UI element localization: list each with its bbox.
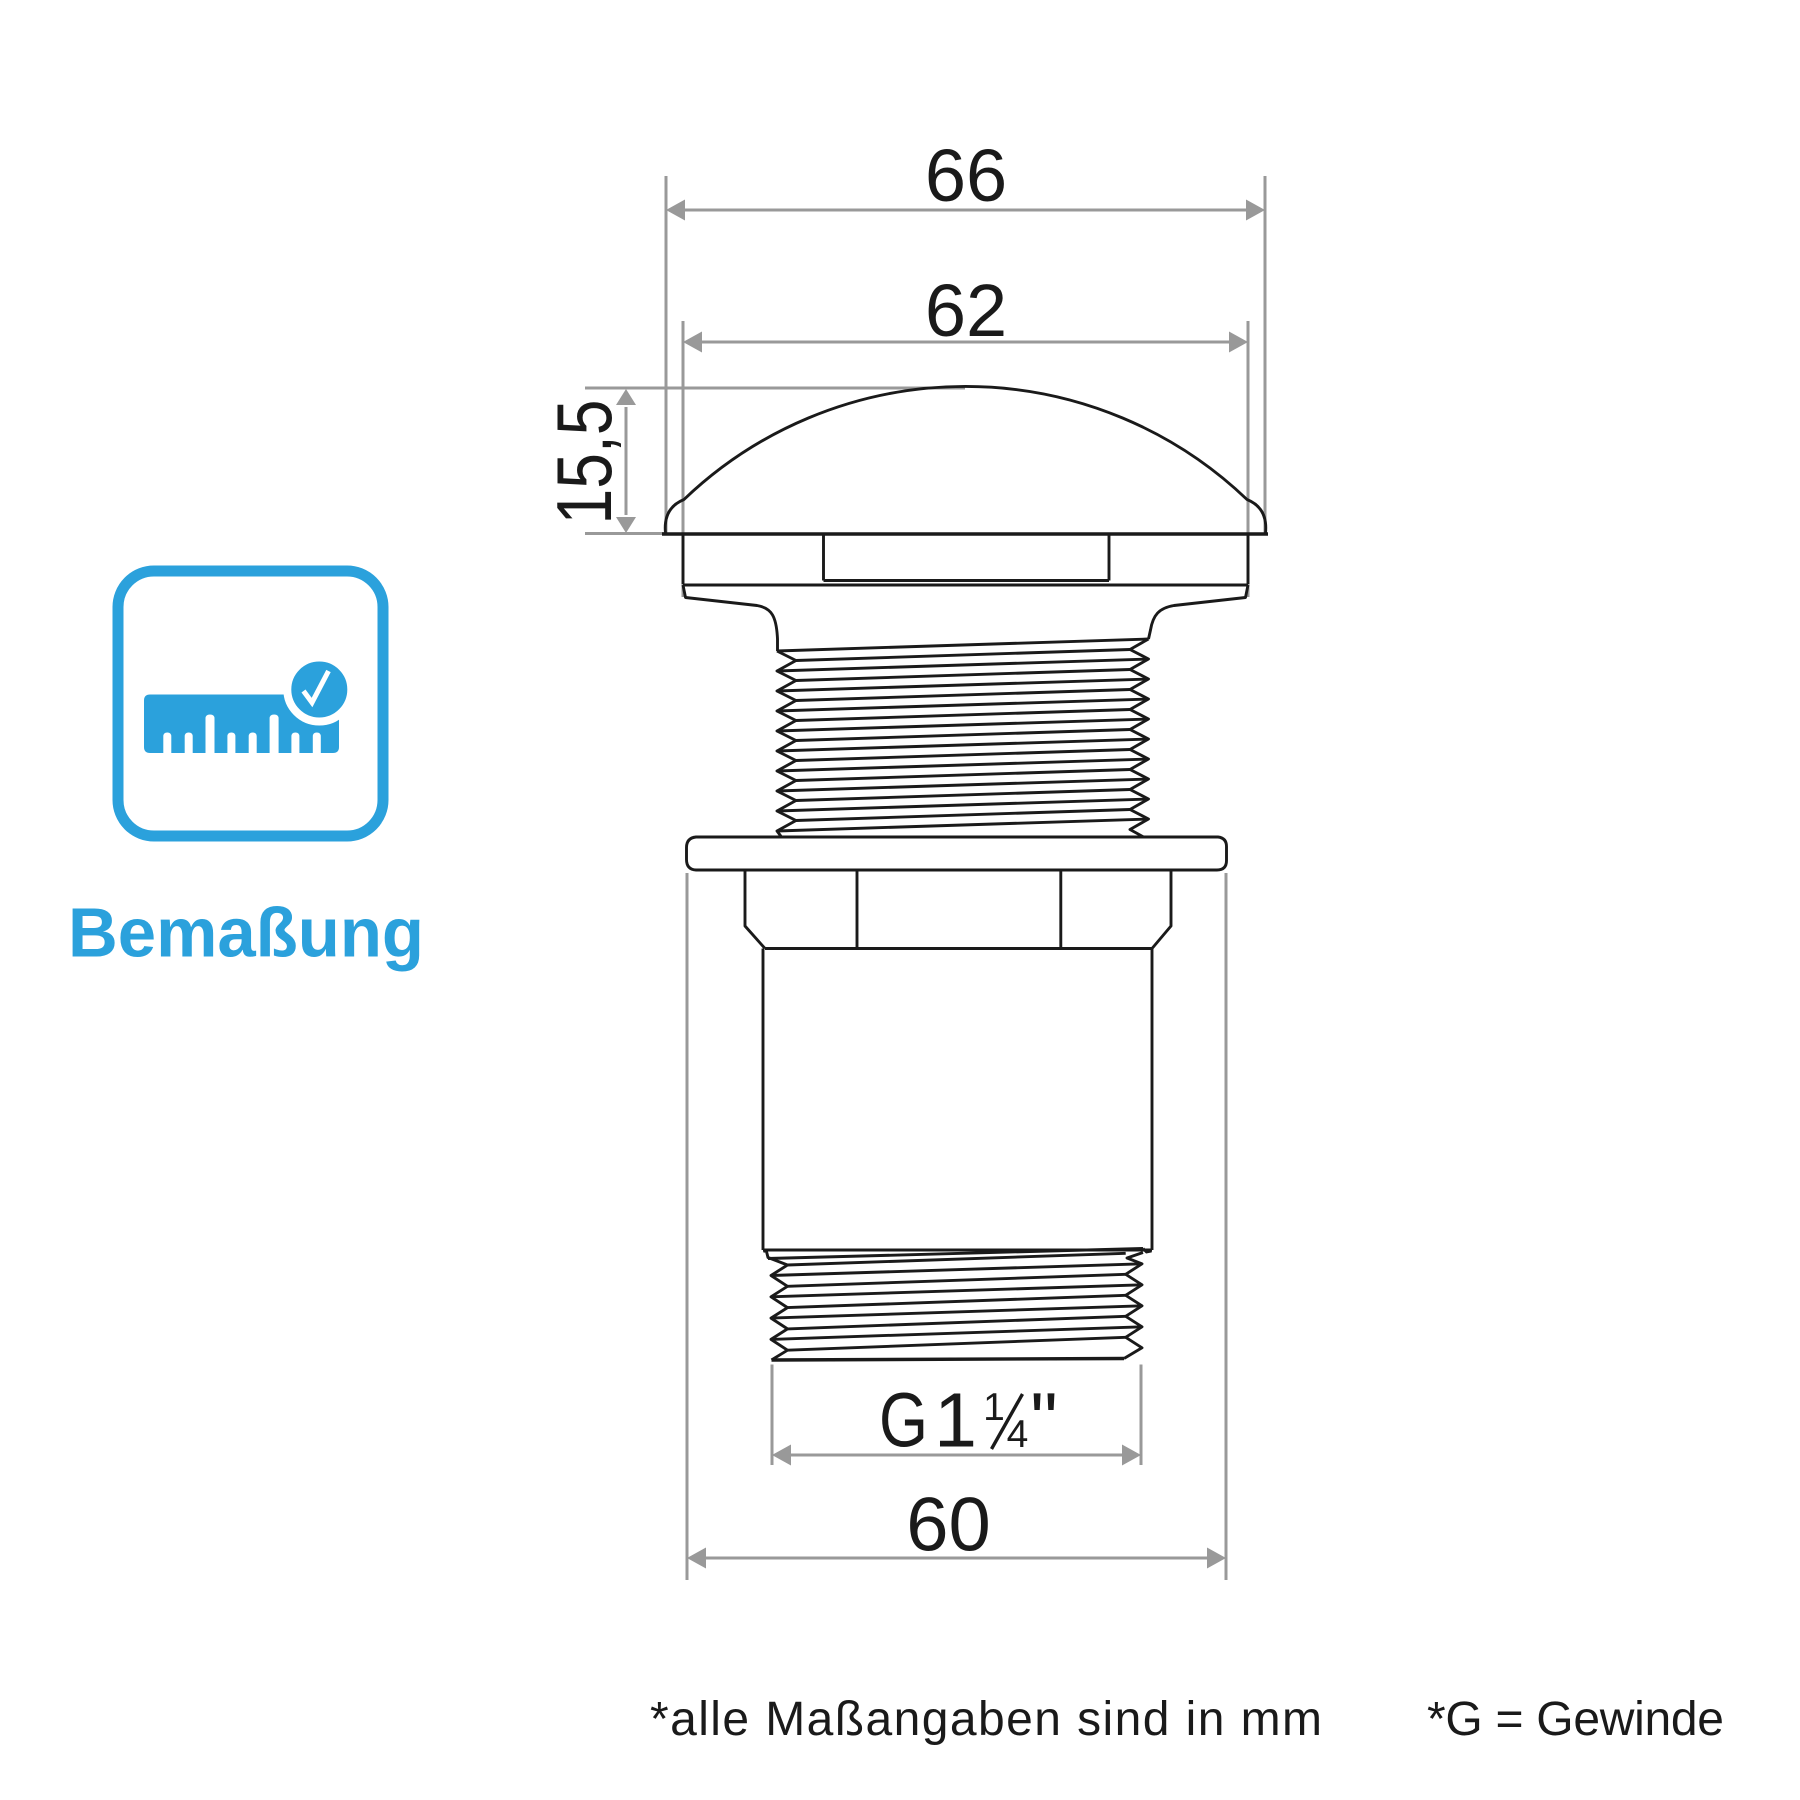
- svg-text:66: 66: [925, 134, 1007, 217]
- svg-text:*G = Gewinde: *G = Gewinde: [1427, 1693, 1724, 1746]
- svg-text:62: 62: [925, 269, 1007, 352]
- svg-text:1: 1: [934, 1378, 977, 1464]
- svg-text:60: 60: [906, 1483, 991, 1568]
- svg-text:Bemaßung: Bemaßung: [68, 894, 424, 972]
- svg-text:1: 1: [983, 1386, 1005, 1429]
- svg-text:": ": [1030, 1378, 1057, 1464]
- svg-text:*alle Maßangaben sind in mm: *alle Maßangaben sind in mm: [650, 1693, 1322, 1746]
- svg-text:15,5: 15,5: [540, 400, 628, 525]
- svg-text:4: 4: [1007, 1413, 1029, 1456]
- svg-text:G: G: [879, 1378, 928, 1464]
